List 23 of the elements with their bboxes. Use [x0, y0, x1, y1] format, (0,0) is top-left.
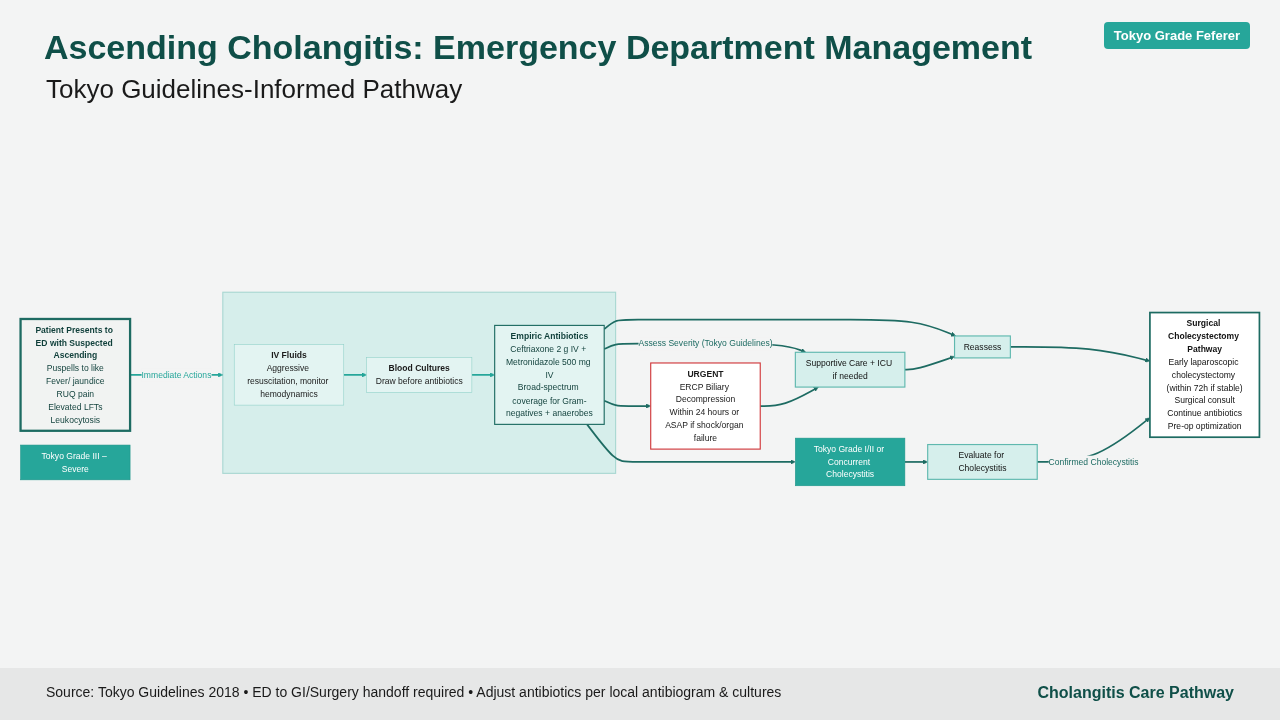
diagram-title: Ascending Cholangitis: Emergency Department Management — [44, 28, 1033, 67]
arrow — [904, 355, 955, 371]
arrow — [904, 459, 928, 465]
urgent-box: URGENT ERCP Biliary Decompression Within 24 hours or ASAP if shock/organ failure — [650, 362, 761, 450]
antibiotics-box: Empiric Antibiotics Ceftriaxone 2 g IV + Metronidazole 500 mg IV Broad-spectrum coverage for Gram-negatives + anaerobes — [494, 324, 605, 425]
step-box: Blood Cultures Draw before antibiotics — [366, 357, 473, 393]
step-box: IV Fluids Aggressive resuscitation, monitor hemodynamics — [233, 344, 345, 406]
source-caption: Source: Tokyo Guidelines 2018 • ED to GI/Surgery handoff required • Adjust antibiotics per local antibiogram & cultures — [46, 684, 782, 700]
process-box: Supportive Care + ICU if needed — [794, 351, 906, 388]
process-box: Reassess — [953, 335, 1011, 359]
arrow — [586, 423, 796, 465]
edge-label: Assess Severity (Tokyo Guidelines) — [638, 337, 773, 351]
pathway-box: Surgical Cholecystectomy Pathway Early laparoscopic cholecystectomy (within 72h if stable) Surgical consult Continue antibiotics Pre-op optimization — [1149, 311, 1261, 439]
subtitle: Tokyo Guidelines-Informed Pathway — [46, 74, 463, 105]
patient-card: Patient Presents to ED with Suspected Ascending Puspells to like Fever/ jaundice RUQ pain Elevated LFTs Leukocytosis — [19, 317, 132, 432]
process-box: Evaluate for Cholecystitis — [927, 444, 1038, 480]
pathway-name: Cholangitis Care Pathway — [1037, 684, 1234, 702]
arrow — [471, 372, 495, 378]
grade-tag: Tokyo Grade Feferer — [1103, 22, 1250, 49]
grade-band: Tokyo Grade I/II or Concurrent Cholecystitis — [795, 437, 906, 487]
arrow — [342, 372, 367, 378]
grade-band: Tokyo Grade III – Severe — [20, 444, 131, 481]
edge-label: Confirmed Cholecystitis — [1048, 455, 1139, 469]
